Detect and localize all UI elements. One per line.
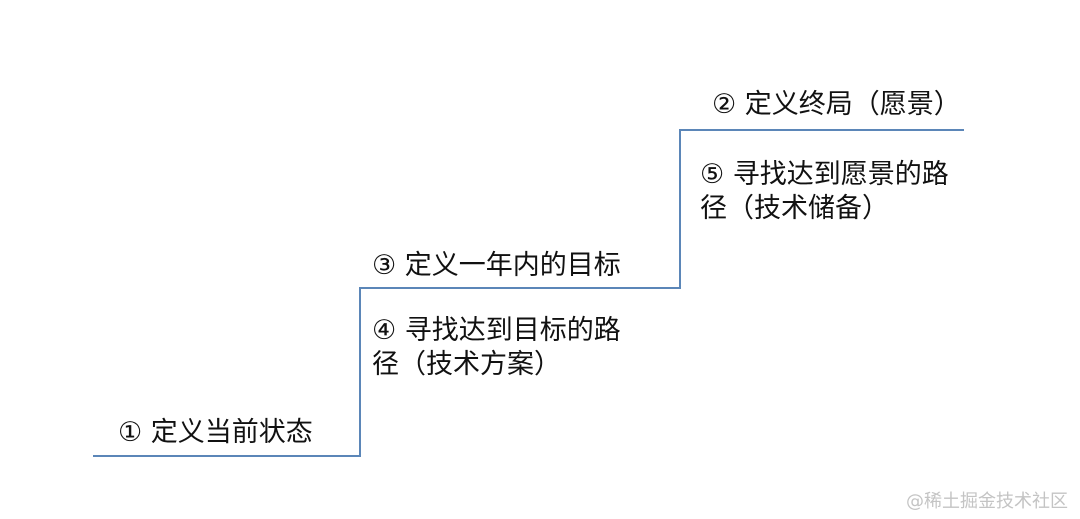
step-5-line-1: ⑤ 寻找达到愿景的路 <box>700 159 949 190</box>
step-4-find-path-to-goal: ④ 寻找达到目标的路 径（技术方案） <box>372 314 621 382</box>
step-4-line-1: ④ 寻找达到目标的路 <box>372 315 621 346</box>
watermark: @稀土掘金技术社区 <box>906 491 1068 512</box>
step-5-line-2: 径（技术储备） <box>700 193 889 224</box>
step-2-define-end-state-vision: ② 定义终局（愿景） <box>712 89 961 120</box>
step-4-line-2: 径（技术方案） <box>372 349 561 380</box>
step-1-define-current-state: ① 定义当前状态 <box>118 417 313 448</box>
stair-path <box>93 129 964 457</box>
step-3-define-one-year-goal: ③ 定义一年内的目标 <box>372 250 621 281</box>
step-5-find-path-to-vision: ⑤ 寻找达到愿景的路 径（技术储备） <box>700 158 949 226</box>
